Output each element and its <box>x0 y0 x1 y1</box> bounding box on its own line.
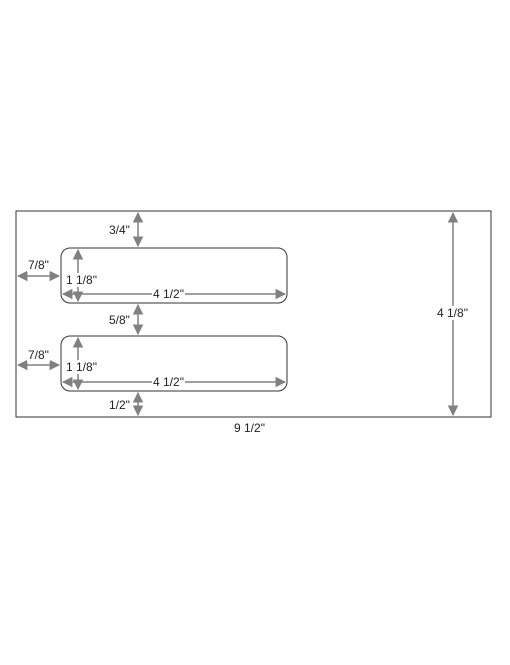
window-bottom-outline <box>60 335 288 392</box>
envelope-outline <box>15 210 492 418</box>
envelope-width-label: 9 1/2" <box>233 421 266 435</box>
window-top-left-margin-label: 7/8" <box>27 258 50 272</box>
window-gap-label: 5/8" <box>108 313 131 327</box>
bottom-margin-label: 1/2" <box>108 398 131 412</box>
top-margin-label: 3/4" <box>108 223 131 237</box>
window-bottom-width-label: 4 1/2" <box>152 375 185 389</box>
window-top-height-label: 1 1/8" <box>65 273 98 287</box>
window-bottom-height-label: 1 1/8" <box>65 360 98 374</box>
window-top-outline <box>60 247 288 304</box>
window-bottom-left-margin-label: 7/8" <box>27 348 50 362</box>
window-top-width-label: 4 1/2" <box>152 287 185 301</box>
envelope-height-label: 4 1/8" <box>436 306 469 320</box>
